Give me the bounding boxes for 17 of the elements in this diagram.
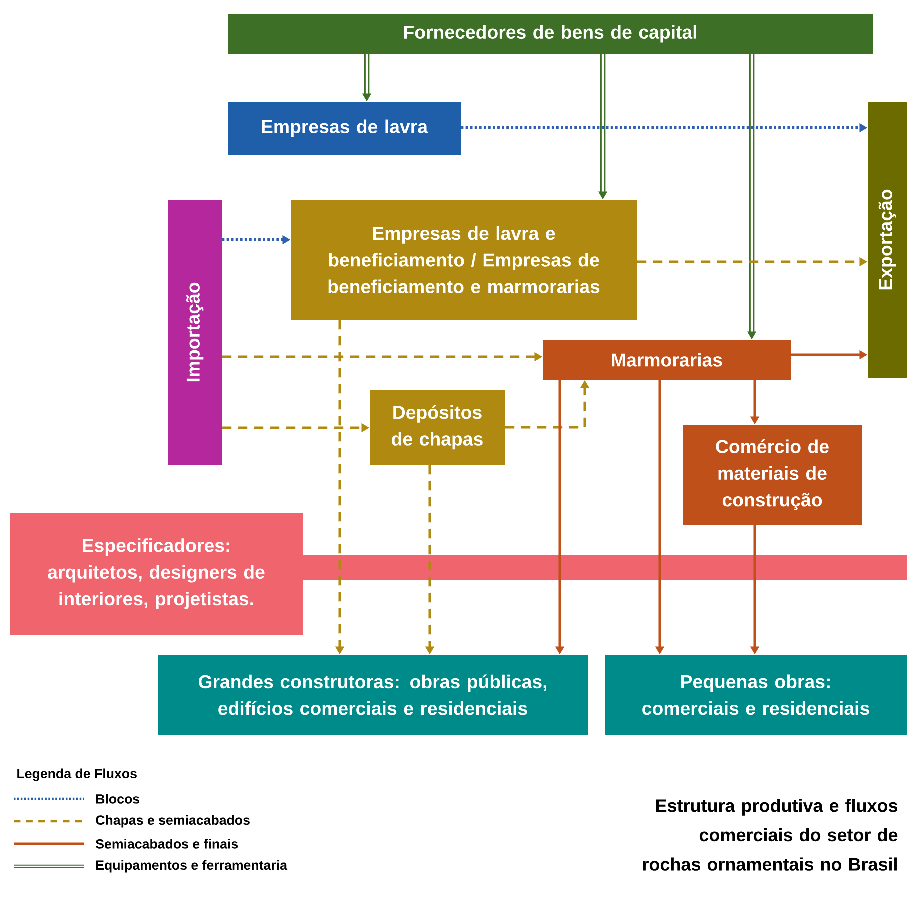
legend-text: Semiacabados e finais (96, 839, 238, 849)
legend-text: Blocos (96, 794, 140, 804)
process-box: Empresas de lavra (228, 102, 462, 155)
import-bar: Importação (168, 200, 222, 465)
legend-text: Equipamentos e ferramentaria (96, 860, 288, 873)
process-box: Empresas de lavra e beneficiamento / Empresas de beneficiamento e marmorarias (291, 200, 637, 320)
specifier-box: Especificadores: arquitetos, designers de interiores, projetistas. (10, 513, 304, 635)
process-box: Depósitos de chapas (370, 390, 505, 465)
client-box: Grandes construtoras: obras públicas, edifícios comerciais e residenciais (158, 655, 588, 735)
caption: Estrutura produtiva e fluxos comerciais do setor de rochas ornamentais no Brasil (643, 799, 898, 871)
export-bar: Exportação (868, 102, 907, 378)
process-box: Marmorarias (543, 340, 791, 380)
legend-title: Legenda de Fluxos (18, 768, 137, 782)
client-box: Pequenas obras: comerciais e residenciais (605, 655, 907, 735)
legend-text: Chapas e semiacabados (96, 815, 250, 828)
process-box: Comércio de materiais de construção (683, 425, 862, 525)
supplier-box: Fornecedores de bens de capital (228, 14, 873, 54)
